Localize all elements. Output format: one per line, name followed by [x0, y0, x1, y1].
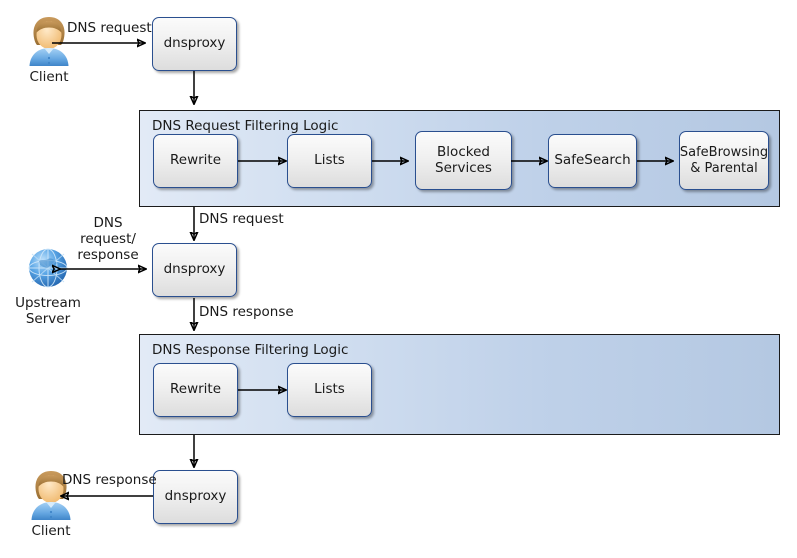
edge-label-proxy-to-client: DNS response — [62, 472, 157, 488]
user-icon — [24, 468, 78, 522]
edge-label-client-to-proxy: DNS request — [67, 20, 152, 36]
stage-rewrite-request[interactable]: Rewrite — [153, 134, 238, 188]
stage-blocked-services[interactable]: Blocked Services — [415, 131, 512, 190]
node-label: dnsproxy — [164, 488, 227, 505]
node-label: dnsproxy — [163, 35, 226, 52]
response-filtering-title: DNS Response Filtering Logic — [152, 342, 349, 358]
actor-caption-client-bottom: Client — [31, 523, 71, 539]
stage-lists-request[interactable]: Lists — [287, 134, 372, 188]
caption-text: Upstream Server — [15, 295, 81, 328]
node-label: dnsproxy — [163, 261, 226, 278]
response-filtering-container: DNS Response Filtering Logic — [139, 334, 780, 435]
stage-lists-response[interactable]: Lists — [287, 363, 372, 417]
request-filtering-title: DNS Request Filtering Logic — [152, 118, 339, 134]
user-icon — [22, 14, 76, 68]
node-label: Blocked Services — [435, 143, 492, 176]
node-dnsproxy-middle[interactable]: dnsproxy — [152, 243, 237, 297]
node-dnsproxy-top[interactable]: dnsproxy — [152, 17, 237, 71]
edge-label-upstream-exchange: DNS request/ response — [77, 215, 139, 263]
globe-icon — [22, 242, 74, 294]
stage-safebrowsing-parental[interactable]: SafeBrowsing & Parental — [679, 131, 769, 190]
actor-caption-client-top: Client — [29, 69, 69, 85]
node-label: Rewrite — [169, 152, 222, 169]
node-label: Rewrite — [169, 381, 222, 398]
node-label: SafeBrowsing & Parental — [679, 145, 769, 176]
edge-label-proxy-to-response-filter: DNS response — [199, 304, 294, 320]
actor-caption-upstream-server: Upstream Server — [3, 295, 93, 327]
stage-safesearch[interactable]: SafeSearch — [548, 134, 637, 188]
node-label: Lists — [314, 152, 345, 169]
stage-rewrite-response[interactable]: Rewrite — [153, 363, 238, 417]
edge-label-request-filter-to-proxy: DNS request — [199, 211, 284, 227]
node-dnsproxy-bottom[interactable]: dnsproxy — [153, 470, 238, 524]
node-label: SafeSearch — [554, 152, 631, 169]
node-label: Lists — [314, 381, 345, 398]
